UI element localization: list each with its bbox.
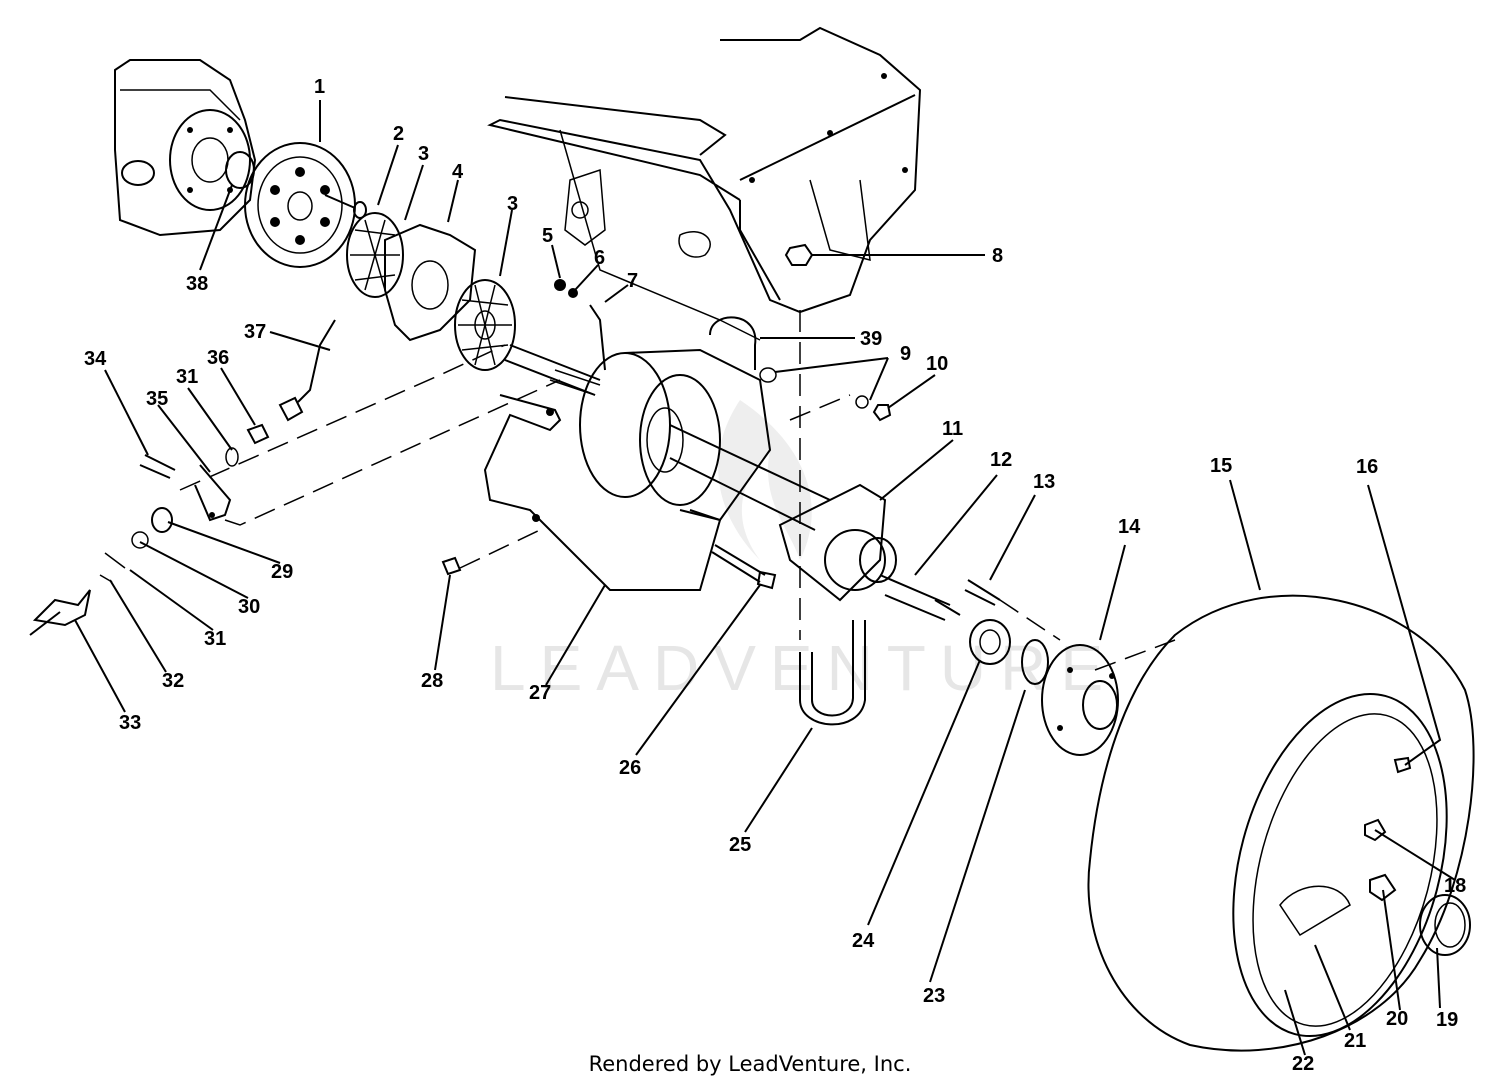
callout-27: 27: [529, 682, 551, 704]
valve-cap: [1419, 894, 1471, 956]
callout-35: 35: [146, 388, 168, 410]
callout-31: 31: [176, 366, 198, 388]
transmission: [114, 59, 257, 237]
nut: [784, 243, 814, 266]
callout-23: 23: [923, 985, 945, 1007]
callout-19: 19: [1436, 1009, 1458, 1031]
callout-14: 14: [1118, 516, 1141, 538]
callout-34: 34: [84, 348, 107, 370]
callout-26: 26: [619, 757, 641, 779]
callout-9: 9: [900, 343, 911, 365]
callout-12: 12: [990, 449, 1012, 471]
callout-3b: 3: [507, 193, 518, 215]
callout-4: 4: [452, 161, 464, 183]
bolt: [324, 194, 367, 219]
callout-39: 39: [860, 328, 882, 350]
callout-32: 32: [162, 670, 184, 692]
caliper: [384, 223, 477, 342]
callout-22: 22: [1292, 1053, 1314, 1075]
callout-38: 38: [186, 273, 208, 295]
bolt: [441, 556, 462, 576]
clamp: [709, 316, 892, 422]
callout-8: 8: [992, 245, 1003, 267]
bolt: [964, 579, 1001, 606]
wheel-hub: [1041, 644, 1119, 756]
callout-16: 16: [1356, 456, 1378, 478]
brake-disc: [244, 142, 356, 268]
callout-28: 28: [421, 670, 443, 692]
leader-lines: [74, 100, 1456, 1056]
callout-18: 18: [1444, 875, 1466, 897]
callout-36: 36: [207, 347, 229, 369]
callout-31b: 31: [204, 628, 226, 650]
callout-6: 6: [594, 247, 605, 269]
frame: [487, 26, 922, 341]
fitting: [29, 447, 239, 636]
callout-11: 11: [942, 418, 963, 440]
tire: [1087, 594, 1475, 1052]
callout-30: 30: [238, 596, 260, 618]
callout-21: 21: [1344, 1030, 1366, 1052]
callout-29: 29: [271, 561, 293, 583]
small-hardware: [554, 279, 606, 371]
callout-15: 15: [1210, 455, 1232, 477]
callout-37: 37: [244, 321, 266, 343]
callout-25: 25: [729, 834, 751, 856]
callouts: 1 2 3 4 3 5 6 7 8 39 9 10 11 12 13 14 15…: [84, 76, 1466, 1075]
callout-5: 5: [542, 225, 553, 247]
callout-1: 1: [314, 76, 325, 98]
callout-13: 13: [1033, 471, 1055, 493]
bolt: [711, 544, 777, 590]
brake-bracket: [483, 394, 722, 591]
wheel-rim: [1279, 756, 1412, 937]
callout-10: 10: [926, 353, 948, 375]
callout-2: 2: [393, 123, 404, 145]
footer-credit: Rendered by LeadVenture, Inc.: [588, 1052, 912, 1076]
centerlines: [179, 310, 1176, 671]
callout-7: 7: [627, 270, 638, 292]
brake-pad: [346, 212, 516, 371]
callout-3: 3: [418, 143, 429, 165]
watermark-text: LEADVENTURE: [490, 632, 1117, 704]
bearing: [969, 619, 1011, 665]
brake-line: [246, 319, 336, 445]
retaining-ring: [1021, 639, 1049, 685]
callout-24: 24: [852, 930, 875, 952]
u-bolt: [799, 620, 866, 726]
callout-20: 20: [1386, 1008, 1408, 1030]
callout-33: 33: [119, 712, 141, 734]
